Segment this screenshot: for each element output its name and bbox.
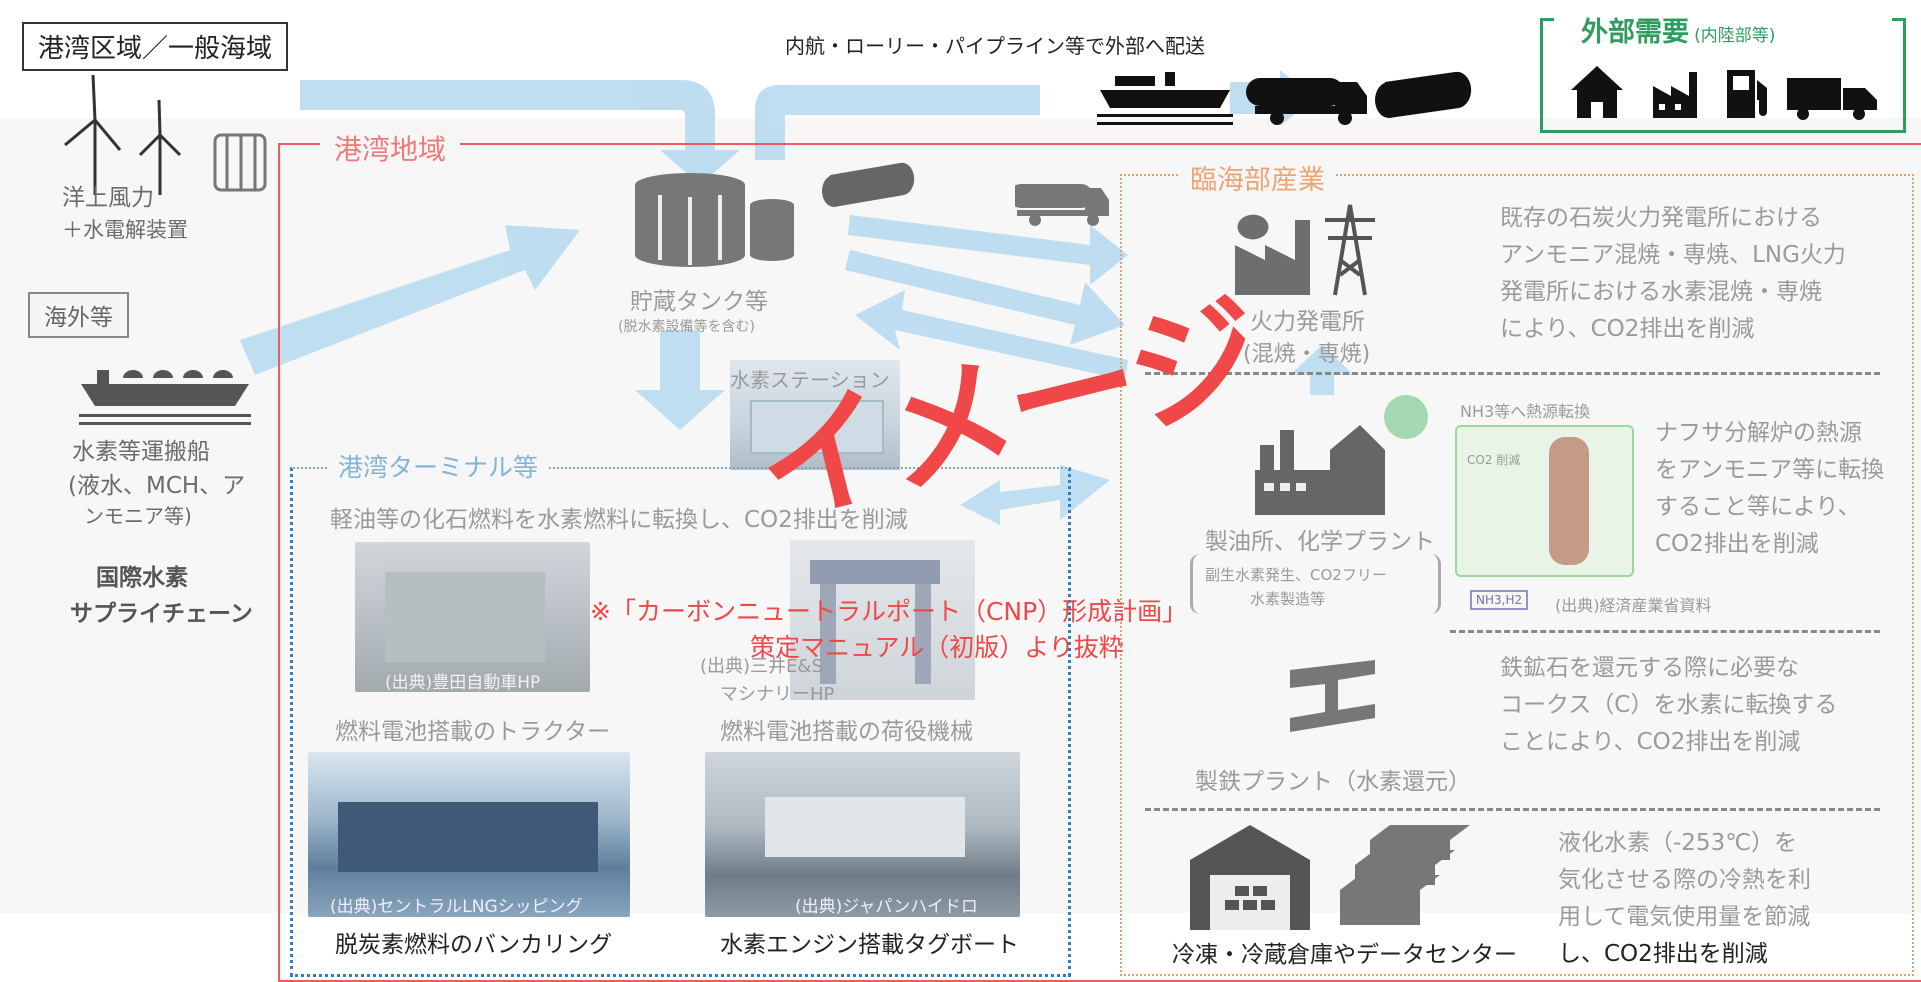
terminal-desc: 軽油等の化石燃料を水素燃料に転換し、CO2排出を削減: [330, 507, 908, 533]
hydrogen-station-photo: [730, 360, 900, 470]
steel-label: 製鉄プラント（水素還元）: [1195, 769, 1471, 795]
divider-2: [1450, 630, 1880, 633]
overseas-label: 海外等: [44, 305, 113, 331]
power-plant-icon: [1235, 204, 1375, 296]
steel-desc-line: コークス（C）を水素に転換する: [1500, 692, 1838, 718]
wind-label-2: ＋水電解装置: [62, 218, 188, 242]
power-label-2: (混焼・専焼): [1243, 342, 1371, 367]
ship-label-2: (液水、MCH、ア: [68, 473, 246, 499]
terminal-box: [290, 467, 1071, 977]
warehouse-desc-line: し、CO2排出を削減: [1558, 941, 1768, 967]
coastal-title: 臨海部産業: [1180, 158, 1335, 197]
region-label-box: 港湾区域／一般海域: [22, 22, 289, 71]
power-label-1: 火力発電所: [1250, 309, 1365, 335]
tugboat-source: (出典)ジャパンハイドロ: [795, 897, 978, 917]
warehouse-desc-line: 液化水素（-253℃）を: [1558, 830, 1798, 856]
warehouse-label: 冷凍・冷蔵倉庫やデータセンター: [1172, 942, 1517, 968]
data-center-icon: [1340, 825, 1470, 925]
refinery-icon: [1255, 425, 1385, 515]
overseas-box: 海外等: [28, 292, 129, 338]
warehouse-desc: 液化水素（-253℃）を 気化させる際の冷熱を利 用して電気使用量を節減 し、C…: [1558, 825, 1811, 973]
refinery-leaf-icon: [1384, 395, 1428, 439]
supply-chain-label-1: 国際水素: [96, 565, 188, 591]
divider-1: [1145, 372, 1880, 375]
ship-icon: [1100, 72, 1230, 108]
steel-desc-line: ことにより、CO2排出を削減: [1500, 729, 1801, 755]
ship-label-1: 水素等運搬船: [72, 439, 210, 465]
external-demand-icons: [1571, 66, 1877, 120]
coastal-industry-box: [1120, 174, 1914, 976]
external-demand-title: 外部需要: [1581, 17, 1689, 48]
overlay-note-2: 策定マニュアル（初版）より抜粋: [750, 633, 1124, 662]
ship-label-3: ンモニア等): [84, 504, 192, 528]
cargo-machine-photo: [790, 540, 975, 700]
bunkering-caption: 脱炭素燃料のバンカリング: [335, 932, 613, 958]
power-desc-line: 既存の石炭火力発電所における: [1500, 205, 1822, 231]
truck-icon: [1787, 78, 1877, 110]
pipeline-icon: [1385, 71, 1472, 118]
steel-desc-line: 鉄鉱石を還元する際に必要な: [1500, 655, 1799, 681]
cargo-caption: 燃料電池搭載の荷役機械: [720, 719, 973, 745]
station-label: 水素ステーション: [730, 368, 890, 392]
divider-3: [1145, 808, 1880, 811]
warehouse-desc-line: 用して電気使用量を節減: [1558, 904, 1811, 930]
refinery-sub-2: 水素製造等: [1250, 590, 1326, 608]
storage-label-1: 貯蔵タンク等: [630, 289, 768, 315]
storage-label-2: (脱水素設備等を含む): [618, 319, 755, 335]
overlay-note-1: ※「カーボンニュートラルポート（CNP）形成計画」: [590, 597, 1188, 626]
pipe-icon: [822, 162, 915, 207]
source-meti: (出典)経済産業省資料: [1555, 596, 1712, 615]
co2-label: CO2 削減: [1467, 453, 1521, 467]
tanker-truck-small-icon: [1015, 184, 1109, 226]
tugboat-photo: [705, 752, 1020, 917]
warehouse-desc-line: 気化させる際の冷熱を利: [1558, 867, 1811, 893]
tractor-photo: [355, 542, 590, 692]
storage-tank-icon: [635, 173, 794, 267]
tanker-truck-icon: [1246, 78, 1367, 114]
cargo-source-2: マシナリーHP: [720, 684, 835, 705]
power-desc-line: アンモニア混焼・専焼、LNG火力: [1500, 242, 1846, 268]
naphtha-desc-line: すること等により、: [1655, 494, 1861, 520]
factory-icon: [1653, 72, 1697, 118]
naphtha-desc: ナフサ分解炉の熱源 をアンモニア等に転換 すること等により、 CO2排出を削減: [1655, 415, 1884, 563]
fuel-pump-icon: [1727, 70, 1767, 118]
refinery-sub-1: 副生水素発生、CO2フリー: [1205, 566, 1387, 584]
ship-icon: [79, 370, 251, 425]
wind-label-1: 洋上風力: [62, 185, 154, 211]
house-icon: [1571, 66, 1623, 118]
nh-box-label: NH3,H2: [1476, 593, 1523, 607]
supply-chain-label-2: サプライチェーン: [70, 601, 253, 627]
cargo-source-1: (出典)三井E&S: [700, 656, 823, 677]
naphtha-diagram: CO2 削減: [1455, 425, 1634, 577]
power-desc: 既存の石炭火力発電所における アンモニア混焼・専焼、LNG火力 発電所における水…: [1500, 200, 1846, 348]
steel-beam-icon: [1290, 660, 1375, 732]
steel-desc: 鉄鉱石を還元する際に必要な コークス（C）を水素に転換する ことにより、CO2排…: [1500, 650, 1837, 761]
tractor-source: (出典)豊田自動車HP: [385, 673, 541, 693]
refinery-sub-box: [1190, 554, 1441, 614]
warehouse-icon: [1190, 825, 1310, 930]
external-demand-sub: (内陸部等): [1694, 26, 1776, 46]
external-demand-box: 外部需要 (内陸部等): [1540, 17, 1906, 133]
refinery-label: 製油所、化学プラント: [1205, 529, 1435, 555]
terminal-label: 港湾ターミナル等: [328, 448, 549, 484]
region-label: 港湾区域／一般海域: [38, 34, 273, 64]
power-desc-line: により、CO2排出を削減: [1500, 316, 1755, 342]
tractor-caption: 燃料電池搭載のトラクター: [335, 719, 611, 745]
naphtha-desc-line: をアンモニア等に転換: [1655, 457, 1885, 483]
bunkering-photo: [308, 752, 630, 917]
transport-icons: [1097, 71, 1472, 125]
nh3-label: NH3等へ熱源転換: [1460, 402, 1591, 421]
bunkering-source: (出典)セントラルLNGシッピング: [330, 897, 583, 917]
port-region-label: 港湾地域: [320, 128, 461, 168]
wind-turbine-icon: [64, 74, 267, 195]
power-desc-line: 発電所における水素混焼・専焼: [1500, 279, 1822, 305]
tugboat-caption: 水素エンジン搭載タグボート: [720, 932, 1019, 958]
delivery-text: 内航・ローリー・パイプライン等で外部へ配送: [785, 34, 1205, 58]
naphtha-desc-line: CO2排出を削減: [1655, 531, 1819, 557]
nh-box: NH3,H2: [1470, 590, 1529, 610]
naphtha-desc-line: ナフサ分解炉の熱源: [1655, 420, 1862, 446]
